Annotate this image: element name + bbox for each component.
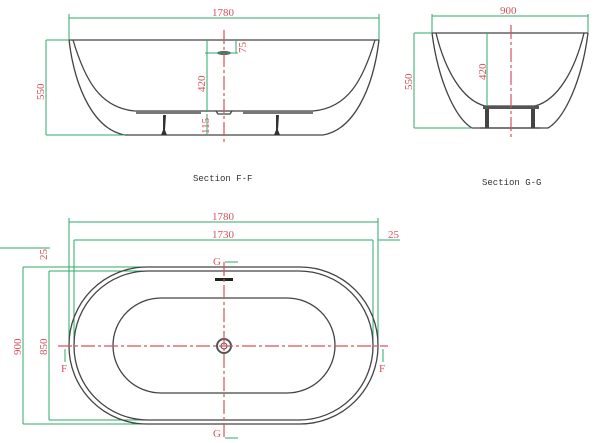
- ff-overflow-label: 75: [237, 42, 249, 54]
- section-ff-view: 1780 550 420 75 115 Section F-F: [35, 7, 380, 184]
- section-gg-view: 900 550 420 Section G-G: [403, 5, 589, 188]
- gg-width-label: 900: [500, 5, 517, 17]
- plan-rim-left-label: 25: [38, 249, 50, 261]
- gg-height-label: 550: [403, 73, 415, 90]
- ff-height-label: 550: [35, 83, 47, 100]
- plan-outer-width-label: 900: [12, 338, 24, 355]
- section-marker-g-top: G: [213, 256, 221, 268]
- gg-depth-label: 420: [477, 63, 489, 80]
- section-gg-caption: Section G-G: [482, 178, 541, 188]
- section-marker-f-left: F: [61, 363, 67, 375]
- section-ff-caption: Section F-F: [193, 174, 252, 184]
- ff-length-label: 1780: [212, 7, 235, 19]
- ff-base-label: 115: [200, 117, 212, 134]
- section-marker-g-bottom: G: [213, 428, 221, 440]
- ff-depth-label: 420: [196, 75, 208, 92]
- plan-inner-length-label: 1730: [212, 229, 235, 241]
- plan-inner-width-label: 850: [38, 338, 50, 355]
- plan-view: 1780 1730 25 900 850 25 G: [0, 211, 400, 440]
- plan-rim-right-label: 25: [388, 229, 400, 241]
- section-marker-f-right: F: [379, 363, 385, 375]
- plan-outer-length-label: 1780: [212, 211, 235, 223]
